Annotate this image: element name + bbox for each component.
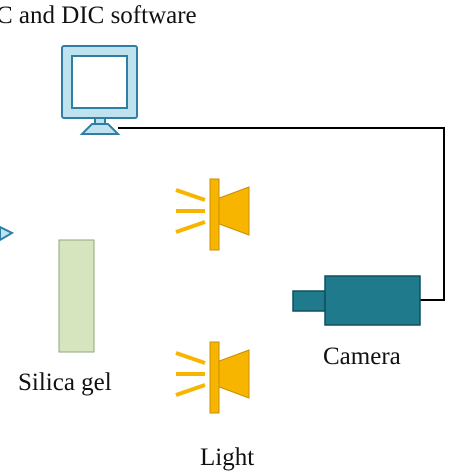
silica-gel-label: Silica gel: [18, 369, 112, 396]
spotlight-icon-upper: [175, 178, 250, 251]
silica-gel-specimen: [58, 239, 95, 353]
partial-object-left-edge: [0, 225, 15, 242]
light-label: Light: [200, 444, 254, 471]
video-camera-icon: [292, 275, 421, 326]
monitor-icon: [61, 45, 138, 135]
software-label: C and DIC software: [0, 2, 197, 29]
spotlight-icon-lower: [175, 341, 250, 414]
camera-label: Camera: [323, 343, 401, 370]
data-cable: [118, 127, 445, 301]
